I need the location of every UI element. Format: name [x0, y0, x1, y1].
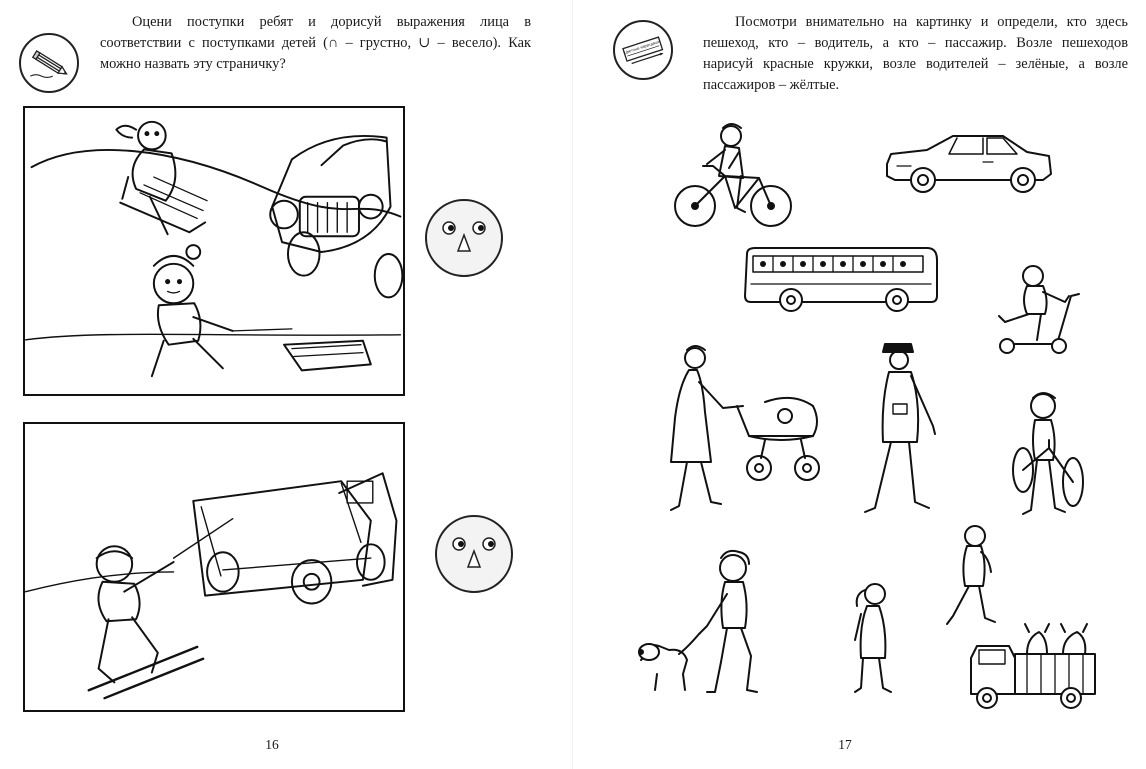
blank-face-icon: [433, 513, 515, 595]
page-number-17: 17: [838, 737, 852, 752]
boy-with-dog-icon: [635, 548, 771, 698]
sled-scene: [23, 106, 405, 396]
cyclist-icon: [673, 122, 793, 230]
policeman-icon: [863, 334, 943, 520]
left-page: Оцени поступки ребят и дорисуй выражения…: [19, 14, 531, 752]
right-instruction: Посмотри внимательно на картинку и опред…: [703, 14, 1128, 93]
girl-on-sled: [115, 120, 208, 236]
pencil-icon: [19, 33, 79, 93]
page-number-16: 16: [265, 737, 279, 752]
car: [269, 134, 403, 299]
car-icon: [883, 134, 1055, 198]
blank-face-icon: [423, 197, 505, 279]
bus-icon: [741, 244, 941, 314]
boy-with-bicycle-icon: [1007, 390, 1089, 520]
truck-trailer: [192, 472, 398, 605]
book-spine: [572, 0, 573, 769]
truck-with-cows-icon: [967, 614, 1099, 718]
girl-icon: [847, 580, 897, 698]
right-page: Цветные карандаши Посмотри внимательно н…: [573, 0, 1146, 769]
woman-with-stroller-icon: [669, 344, 829, 522]
walking-boy-icon: [941, 522, 1001, 632]
left-instruction: Оцени поступки ребят и дорисуй выражения…: [100, 14, 531, 72]
ski-scene: [23, 422, 405, 712]
pencils-box-icon: Цветные карандаши: [613, 20, 673, 80]
scooter-boy-icon: [993, 262, 1085, 356]
girl-on-skis: [87, 545, 205, 700]
boy-with-sled: [150, 244, 372, 378]
